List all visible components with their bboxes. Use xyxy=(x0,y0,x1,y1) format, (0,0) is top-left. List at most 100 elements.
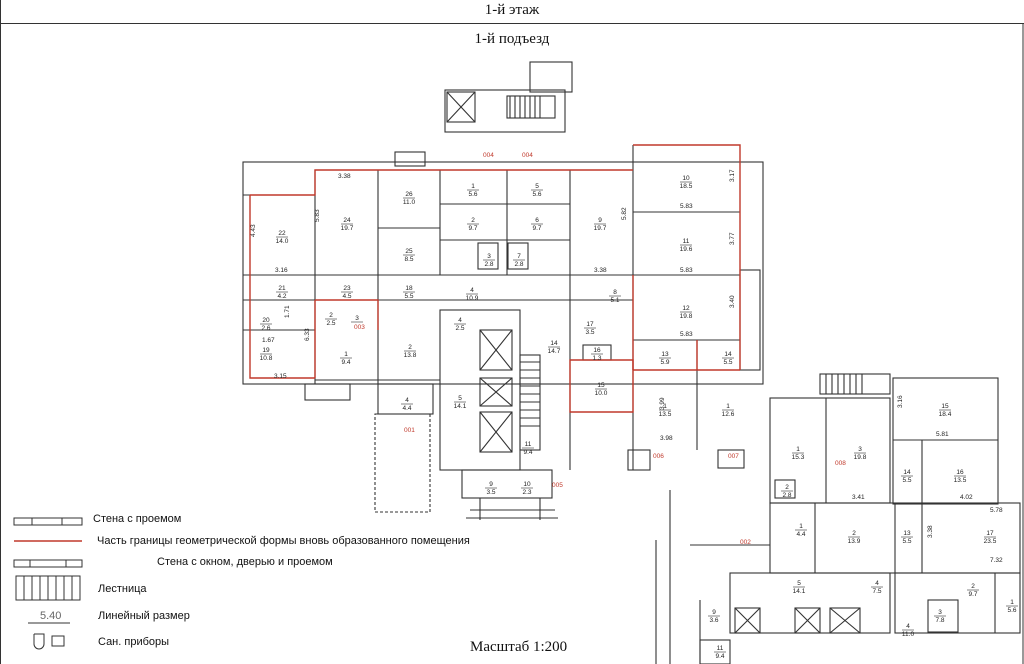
room-number: 15 xyxy=(941,403,949,410)
room-number: 2 xyxy=(971,583,975,590)
dimension-label: 5.83 xyxy=(680,331,693,338)
room-area: 19.7 xyxy=(594,225,607,232)
room-area: 2.8 xyxy=(514,261,523,268)
room-area: 13.5 xyxy=(954,477,967,484)
header-bar xyxy=(0,0,1024,24)
legend-stairs: Лестница xyxy=(98,583,147,595)
room-number: 21 xyxy=(278,285,286,292)
room-area: 9.7 xyxy=(968,591,977,598)
premises-code: 004 xyxy=(483,152,494,159)
room-area: 10.9 xyxy=(466,295,479,302)
premises-code: 006 xyxy=(653,453,664,460)
room-area: 5.5 xyxy=(902,538,911,545)
room-number: 24 xyxy=(343,217,351,224)
dimension-label: 3.99 xyxy=(659,397,666,410)
room-area: 2.5 xyxy=(455,325,464,332)
legend-wall-with-opening: Стена с проемом xyxy=(93,513,182,525)
premises-code: 007 xyxy=(728,453,739,460)
room-area: 14.1 xyxy=(454,403,467,410)
room-area: 4.2 xyxy=(277,293,286,300)
dimension-label: 5.81 xyxy=(936,431,949,438)
premises-code: 002 xyxy=(740,539,751,546)
dimension-label: 3.98 xyxy=(660,435,673,442)
room-area: 9.4 xyxy=(341,359,350,366)
room-area: 4.5 xyxy=(342,293,351,300)
room-number: 18 xyxy=(405,285,413,292)
room-area: 5.6 xyxy=(532,191,541,198)
premises-code: 004 xyxy=(522,152,533,159)
room-number: 3 xyxy=(858,446,862,453)
room-area: 14.0 xyxy=(276,238,289,245)
room-number: 14 xyxy=(724,351,732,358)
room-area: 4.4 xyxy=(402,405,411,412)
room-area: 19.7 xyxy=(341,225,354,232)
room-number: 3 xyxy=(355,315,359,322)
dimension-label: 6.33 xyxy=(304,328,311,341)
legend-sanitary: Сан. приборы xyxy=(98,636,170,648)
room-area: 14.1 xyxy=(793,588,806,595)
room-area: 10.8 xyxy=(260,355,273,362)
room-number: 9 xyxy=(712,609,716,616)
dimension-label: 3.16 xyxy=(275,267,288,274)
dimension-label: 5.83 xyxy=(680,267,693,274)
room-number: 26 xyxy=(405,191,413,198)
room-area: 23.5 xyxy=(984,538,997,545)
room-number: 8 xyxy=(613,289,617,296)
room-number: 9 xyxy=(489,481,493,488)
room-number: 2 xyxy=(785,484,789,491)
room-area: 13.9 xyxy=(848,538,861,545)
room-area: 9.4 xyxy=(523,449,532,456)
room-number: 16 xyxy=(956,469,964,476)
dimension-label: 3.40 xyxy=(729,295,736,308)
room-number: 4 xyxy=(470,287,474,294)
room-area: 3.5 xyxy=(486,489,495,496)
dimension-label: 5.78 xyxy=(990,507,1003,514)
elevator-1 xyxy=(479,329,513,371)
room-number: 10 xyxy=(523,481,531,488)
walls xyxy=(242,61,1021,664)
room-number: 11 xyxy=(717,645,724,652)
room-number: 6 xyxy=(535,217,539,224)
room-number: 17 xyxy=(986,530,994,537)
room-number: 1 xyxy=(471,183,475,190)
room-number: 1 xyxy=(663,403,667,410)
room-number: 25 xyxy=(405,248,413,255)
room-area: 2.8 xyxy=(484,261,493,268)
room-area: 9.7 xyxy=(532,225,541,232)
room-number: 3 xyxy=(487,253,491,260)
room-area: 14.7 xyxy=(548,348,561,355)
room-number: 1 xyxy=(799,523,803,530)
room-area: 5.5 xyxy=(902,477,911,484)
room-number: 3 xyxy=(938,609,942,616)
room-number: 2 xyxy=(852,530,856,537)
room-number: 13 xyxy=(903,530,911,537)
room-number: 5 xyxy=(535,183,539,190)
room-number: 7 xyxy=(517,253,521,260)
legend-new-premises-boundary: Часть границы геометрической формы вновь… xyxy=(97,535,470,547)
room-area: 11.0 xyxy=(403,199,416,206)
room-number: 13 xyxy=(661,351,669,358)
dimension-label: 3.17 xyxy=(729,169,736,182)
room-number: 12 xyxy=(682,305,690,312)
room-number: 2 xyxy=(408,344,412,351)
room-number: 1 xyxy=(1010,599,1014,606)
room-number: 15 xyxy=(597,382,605,389)
premises-code: 003 xyxy=(354,324,365,331)
room-area: 5.5 xyxy=(723,359,732,366)
room-area: 5.5 xyxy=(404,293,413,300)
room-area: 18.5 xyxy=(680,183,693,190)
room-area: 1.3 xyxy=(592,355,601,362)
room-area: 2.3 xyxy=(522,489,531,496)
room-number: 5 xyxy=(797,580,801,587)
room-area: 12.6 xyxy=(722,411,735,418)
dimension-label: 3.77 xyxy=(729,232,736,245)
room-area: 4.4 xyxy=(796,531,805,538)
room-number: 1 xyxy=(344,351,348,358)
room-area: 5.6 xyxy=(468,191,477,198)
room-number: 4 xyxy=(405,397,409,404)
dimension-label: 3.38 xyxy=(927,525,934,538)
room-number: 2 xyxy=(329,312,333,319)
room-number: 23 xyxy=(343,285,351,292)
legend-wall-with-window-door: Стена с окном, дверью и проемом xyxy=(157,556,333,568)
